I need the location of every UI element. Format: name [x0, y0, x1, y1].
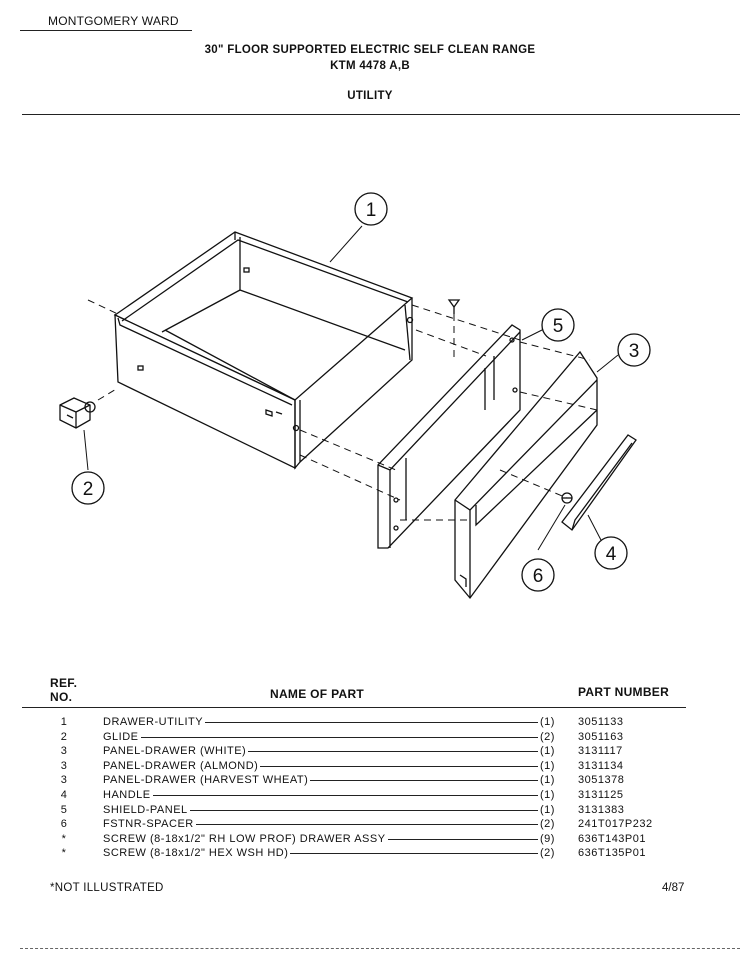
part-name: FSTNR-SPACER: [103, 818, 194, 831]
callout-1: 1: [354, 192, 388, 226]
part-number: 3131383: [578, 803, 625, 816]
table-row: * SCREW (8-18x1/2" RH LOW PROF) DRAWER A…: [0, 833, 740, 848]
callout-6-label: 6: [533, 566, 544, 587]
ref-no: 5: [60, 803, 68, 816]
callout-2-label: 2: [83, 479, 94, 500]
part-number: 3051163: [578, 730, 624, 743]
part-name: HANDLE: [103, 788, 151, 801]
leader-line: [310, 780, 538, 782]
leader-line: [140, 736, 538, 738]
exploded-parts-diagram: 1 2 3 4 5 6: [59, 192, 651, 600]
ref-header-line-2: NO.: [50, 690, 73, 704]
ref-no: 6: [60, 818, 68, 831]
table-row: 3 PANEL-DRAWER (HARVEST WHEAT) (1) 30513…: [0, 774, 740, 789]
ref-no: 3: [60, 774, 68, 787]
table-row: 1 DRAWER-UTILITY (1) 3051133: [0, 716, 740, 731]
callout-6: 6: [521, 558, 555, 592]
revision-date: 4/87: [662, 882, 685, 894]
table-row: 5 SHIELD-PANEL (1) 3131383: [0, 804, 740, 819]
part-name: SHIELD-PANEL: [103, 803, 188, 816]
ref-no: *: [61, 832, 67, 845]
leader-line: [290, 853, 538, 855]
not-illustrated-note: *NOT ILLUSTRATED: [50, 882, 164, 894]
part-number: 3051378: [578, 774, 625, 787]
callout-4-label: 4: [606, 544, 617, 565]
part-name: SCREW (8-18x1/2" HEX WSH HD): [103, 847, 289, 860]
brand-underline: [20, 30, 192, 31]
quantity: (1): [540, 716, 555, 728]
ref-no: *: [61, 847, 67, 860]
quantity: (1): [540, 745, 555, 758]
leader-line: [260, 765, 538, 767]
callout-1-label: 1: [366, 200, 377, 221]
leader-line: [248, 751, 538, 753]
header-divider: [22, 114, 740, 115]
callout-4: 4: [594, 536, 628, 570]
model-number: KTM 4478 A,B: [330, 60, 410, 72]
part-number: 241T017P232: [578, 818, 653, 831]
brand-name: MONTGOMERY WARD: [48, 14, 179, 28]
glide-drawing: [59, 397, 96, 429]
table-row: * SCREW (8-18x1/2" HEX WSH HD) (2) 636T1…: [0, 847, 740, 862]
ref-no: 3: [60, 759, 68, 772]
part-number: 3131125: [578, 788, 624, 801]
callout-3: 3: [617, 333, 651, 367]
leader-line: [189, 809, 538, 811]
table-row: 3 PANEL-DRAWER (ALMOND) (1) 3131134: [0, 760, 740, 775]
quantity: (1): [540, 774, 555, 787]
table-row: 4 HANDLE (1) 3131125: [0, 789, 740, 804]
section-title: UTILITY: [347, 90, 393, 102]
leader-line: [205, 722, 538, 723]
table-row: 3 PANEL-DRAWER (WHITE) (1) 3131117: [0, 745, 740, 760]
part-number-header: PART NUMBER: [578, 685, 670, 699]
callout-5: 5: [541, 308, 575, 342]
callout-3-label: 3: [629, 341, 640, 362]
leader-line: [152, 794, 538, 796]
callout-2: 2: [71, 471, 105, 505]
part-name: SCREW (8-18x1/2" RH LOW PROF) DRAWER ASS…: [103, 832, 386, 845]
table-row: 2 GLIDE (2) 3051163: [0, 731, 740, 746]
quantity: (2): [540, 847, 555, 860]
quantity: (1): [540, 759, 555, 772]
leader-line: [195, 824, 538, 826]
ref-no: 4: [60, 788, 68, 801]
ref-no: 2: [60, 730, 68, 743]
part-number: 3131134: [578, 759, 624, 772]
ref-no: 3: [60, 745, 68, 758]
part-name: PANEL-DRAWER (ALMOND): [103, 759, 259, 772]
quantity: (2): [540, 818, 555, 831]
screw-drawing: [447, 299, 461, 314]
parts-list: 1 DRAWER-UTILITY (1) 3051133 2 GLIDE (2)…: [0, 716, 740, 862]
callout-5-label: 5: [553, 316, 564, 337]
drawer-utility-drawing: [113, 231, 414, 470]
quantity: (1): [540, 788, 555, 801]
table-row: 6 FSTNR-SPACER (2) 241T017P232: [0, 818, 740, 833]
part-number: 636T135P01: [578, 847, 646, 860]
table-header-divider: [22, 707, 686, 708]
drawer-panel-drawing: [454, 350, 598, 600]
bottom-divider: [20, 948, 740, 949]
part-name: DRAWER-UTILITY: [103, 716, 204, 728]
part-number: 3131117: [578, 745, 623, 758]
ref-no: 1: [60, 716, 68, 728]
part-number: 636T143P01: [578, 832, 646, 845]
ref-no-header: REF. NO.: [50, 676, 77, 704]
quantity: (2): [540, 730, 555, 743]
part-number: 3051133: [578, 716, 624, 728]
name-of-part-header: NAME OF PART: [270, 687, 365, 701]
part-name: PANEL-DRAWER (WHITE): [103, 745, 247, 758]
leader-line: [387, 838, 538, 840]
document-title: 30" FLOOR SUPPORTED ELECTRIC SELF CLEAN …: [204, 44, 536, 56]
quantity: (1): [540, 803, 555, 816]
part-name: PANEL-DRAWER (HARVEST WHEAT): [103, 774, 309, 787]
ref-header-line-1: REF.: [50, 676, 78, 690]
shield-panel-drawing: [377, 324, 521, 549]
part-name: GLIDE: [103, 730, 139, 743]
handle-drawing: [561, 434, 637, 531]
quantity: (9): [540, 832, 555, 845]
